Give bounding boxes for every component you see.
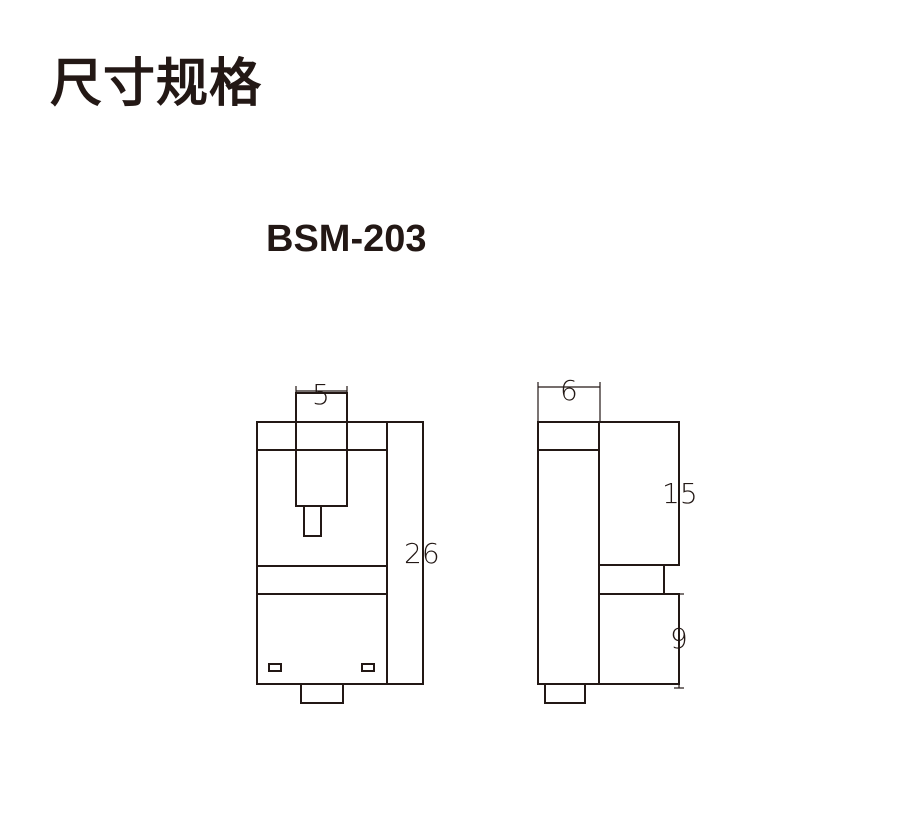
front-view: 5 26 <box>256 378 440 704</box>
side-lower-label: 9 <box>670 622 688 655</box>
front-stem <box>303 505 322 537</box>
front-slot-left <box>268 663 282 672</box>
front-width-label: 5 <box>312 378 330 411</box>
side-bottom-tab <box>544 683 586 704</box>
front-slot-right <box>361 663 375 672</box>
front-body-outline <box>256 421 388 685</box>
model-name: BSM-203 <box>266 218 427 260</box>
page-title: 尺寸规格 <box>50 54 263 114</box>
side-upper-label: 15 <box>662 477 698 510</box>
side-width-label: 6 <box>560 374 578 407</box>
side-view: 6 15 9 <box>537 374 698 704</box>
side-body-outline <box>537 421 600 685</box>
front-height-label: 26 <box>404 537 440 570</box>
front-bottom-tab <box>300 683 344 704</box>
side-lower-block <box>598 593 680 685</box>
